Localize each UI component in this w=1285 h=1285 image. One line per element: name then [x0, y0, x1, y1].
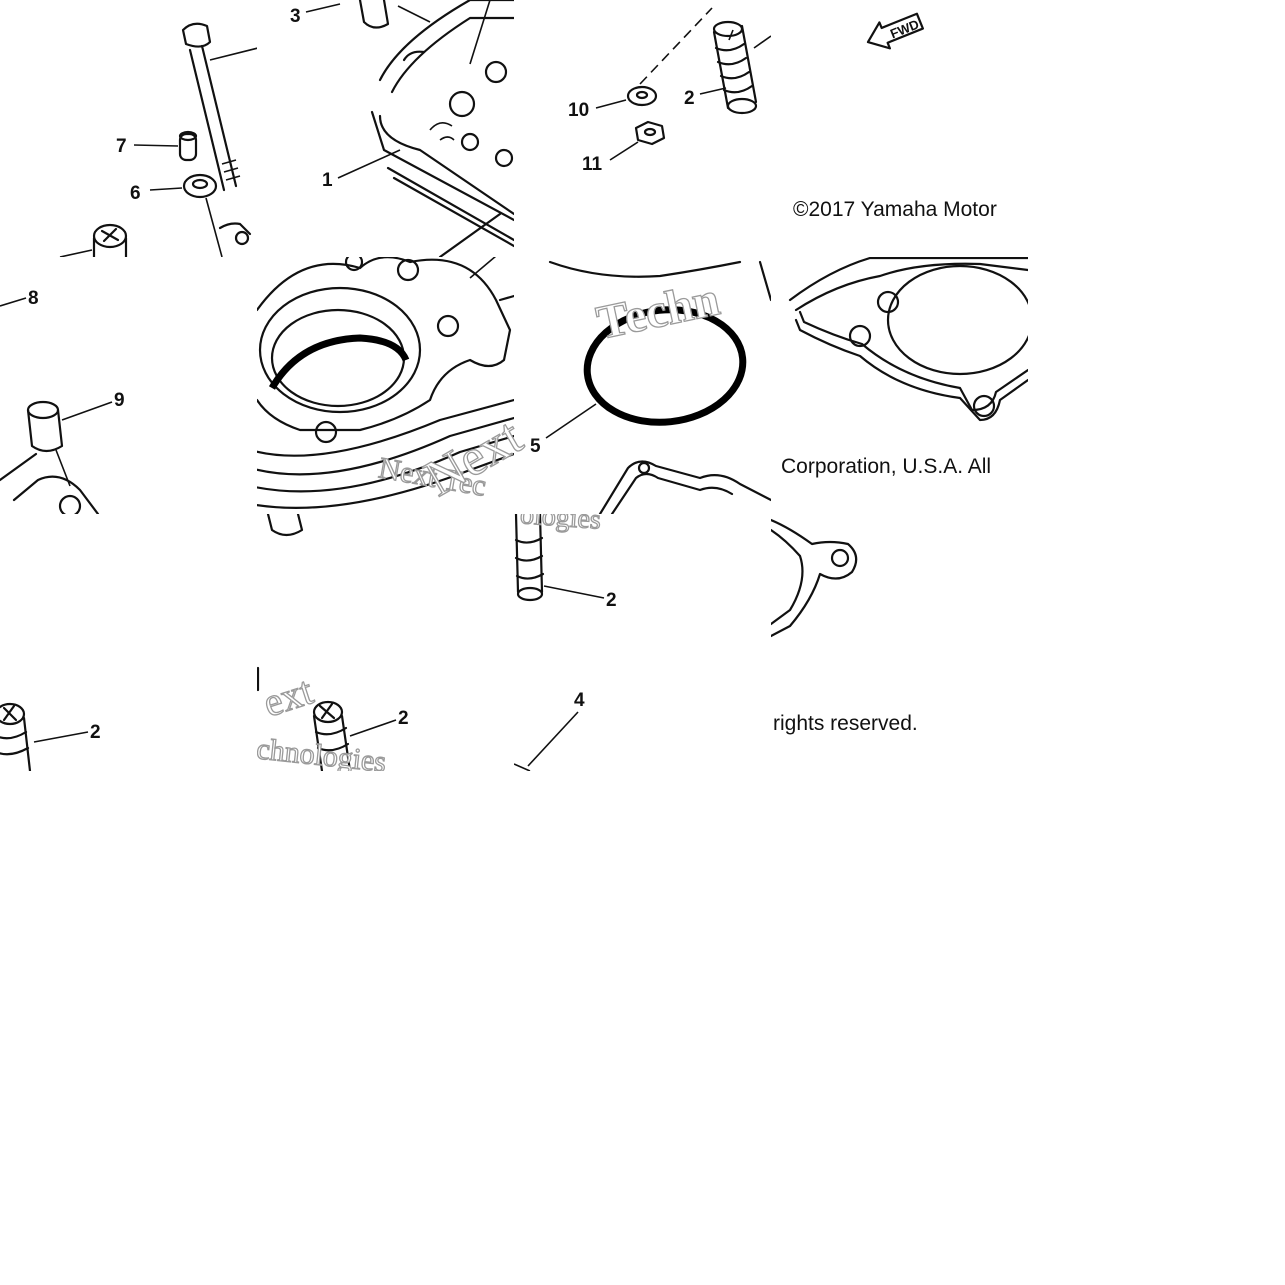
tile-stud-left: 2	[0, 702, 101, 771]
label-1: 1	[322, 170, 333, 191]
svg-text:ologies: ologies	[519, 499, 602, 536]
cylinder-edge-line	[758, 260, 771, 302]
cylinder-gasket-part	[788, 257, 1028, 422]
label-10: 10	[568, 100, 589, 121]
label-6: 6	[130, 183, 141, 204]
nut-part-11	[609, 120, 666, 161]
o-ring-part-5	[545, 306, 747, 439]
dowel-part-9	[26, 400, 113, 487]
copyright-line-1: ©2017 Yamaha Motor	[793, 198, 997, 221]
gasket-lower-corner	[598, 460, 771, 514]
cylinder-fin-edge	[548, 260, 742, 278]
tile-gasket: Corporation, U.S.A. All	[781, 257, 1028, 478]
label-2-lower-middle: 2	[398, 708, 409, 729]
gasket-tab-part	[771, 518, 858, 638]
watermark-text-d: ext	[257, 667, 319, 726]
label-3: 3	[290, 6, 301, 27]
dowel-pin-part-3	[305, 0, 431, 29]
label-5: 5	[530, 436, 541, 457]
stud-bolt-part-2	[699, 20, 771, 115]
copyright-line-3: rights reserved.	[773, 712, 918, 735]
tile-gasket-tab: rights reserved.	[771, 518, 918, 735]
svg-text:chnologies: chnologies	[255, 732, 388, 778]
forward-arrow-icon: FWD	[866, 12, 924, 50]
stud-bolt-part-2-middle	[312, 700, 397, 771]
bolt-hole	[234, 230, 250, 246]
tile-stud-right: 2 4 ologies	[514, 499, 617, 771]
watermark-text-c: ologies	[518, 499, 602, 536]
tile-dowel-9: 8 9	[0, 288, 125, 514]
svg-text:Techn: Techn	[592, 272, 724, 350]
dowel-top-part	[266, 514, 304, 537]
base-hole	[58, 494, 82, 514]
label-4: 4	[574, 690, 585, 711]
stud-bolt-part-2-left	[0, 702, 89, 771]
tile-stud-middle: 2 ext chnologies	[255, 514, 409, 778]
label-2-lower-left: 2	[90, 722, 101, 743]
long-bolt-part	[181, 22, 257, 192]
collar-part-7	[133, 130, 198, 162]
cylinder-head-part-1	[337, 0, 514, 257]
center-line	[639, 7, 713, 85]
label-8: 8	[28, 288, 39, 309]
washer-part-6	[149, 173, 223, 257]
cylinder-block-part	[257, 257, 514, 509]
cylinder-head-corner	[218, 222, 252, 236]
watermark-text-e: chnologies	[255, 732, 388, 778]
stud-bolt-part-2-right	[514, 514, 605, 602]
cylinder-base-corner	[0, 452, 100, 514]
label-2-right: 2	[606, 590, 617, 611]
washer-part-10	[595, 85, 658, 109]
tile-o-ring: 5 Techn	[530, 260, 771, 514]
label-7: 7	[116, 136, 127, 157]
watermark-text-b: Techn	[591, 272, 724, 351]
label-9: 9	[114, 390, 125, 411]
svg-text:ext: ext	[258, 668, 318, 726]
label-2: 2	[684, 88, 695, 109]
tile-stud-nut: 2 10 11	[568, 7, 771, 175]
fwd-text: FWD	[888, 16, 921, 41]
tile-forward-arrow: FWD ©2017 Yamaha Motor	[793, 12, 997, 221]
cap-screw-part	[59, 223, 128, 257]
copyright-line-2: Corporation, U.S.A. All	[781, 455, 991, 478]
label-11: 11	[582, 154, 603, 175]
tile-bolt-assembly: 7 6	[59, 22, 257, 257]
leader-line-4	[527, 711, 579, 767]
tile-cylinder-head: 3 1	[290, 0, 514, 257]
